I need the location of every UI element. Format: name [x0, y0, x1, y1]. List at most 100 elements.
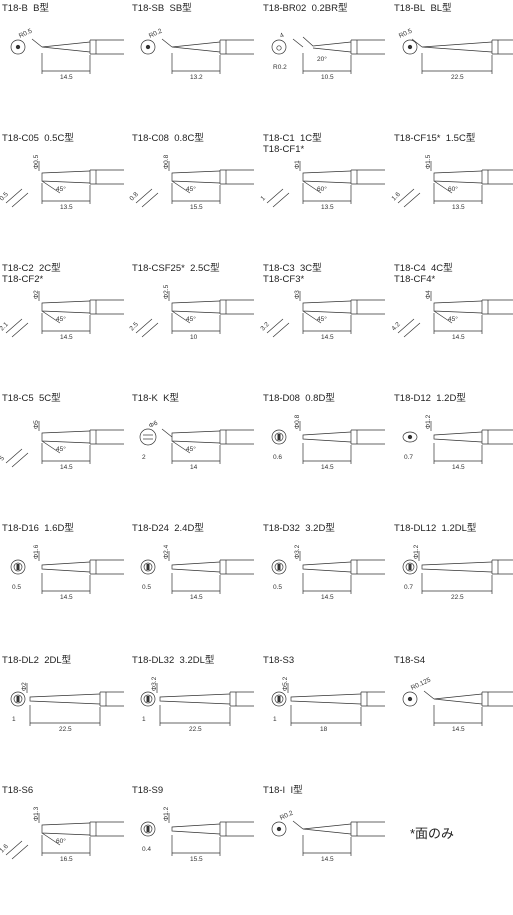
tip-title: T18-S4 — [394, 655, 425, 666]
width-dimension: 1 — [142, 716, 146, 723]
tip-model: T18-D12 — [394, 393, 431, 404]
side-view — [287, 683, 385, 726]
bevel-detail — [266, 188, 290, 208]
bevel-dimension: 0.8 — [128, 191, 140, 203]
tip-dimension: Φ3.2 — [294, 544, 301, 559]
side-view — [411, 38, 513, 74]
tip-type: 2DL型 — [44, 655, 72, 666]
tip-dimension: Φ3 — [294, 290, 301, 299]
footnote: *面のみ — [410, 826, 455, 841]
bevel-dimension: 0.5 — [0, 191, 10, 203]
tip-drawing: 0.514.5Φ1.6 — [10, 544, 124, 601]
tip-model: T18-SB — [132, 3, 165, 14]
tip-dimension: Φ2 — [33, 290, 40, 299]
length-dimension: 13.5 — [321, 204, 334, 211]
tip-dimension: R0.2 — [148, 28, 164, 40]
bevel-dimension: 3.2 — [259, 321, 271, 333]
tip-dimension: R0.5 — [398, 28, 414, 40]
tip-drawing: 14.5R0.2 — [271, 810, 385, 863]
angle-dimension: 60° — [56, 837, 66, 845]
width-dimension: 0.7 — [404, 454, 413, 461]
tip-title: T18-CF15* 1.5C型 — [394, 133, 475, 144]
tip-type: 0.8D型 — [305, 393, 335, 404]
tip-title: T18-C05 0.5C型 — [2, 133, 74, 144]
tip-dimension: Φ1.5 — [425, 154, 432, 169]
tip-title: T18-DL2 2DL型 — [2, 655, 71, 666]
tip-type: 5C型 — [38, 393, 61, 404]
length-dimension: 14.5 — [321, 856, 334, 863]
side-view — [38, 291, 124, 334]
angle-dimension: 45° — [186, 185, 196, 193]
bevel-dimension: 4.2 — [390, 321, 402, 333]
tip-dimension: Φ0.8 — [294, 414, 301, 429]
bevel-detail — [397, 188, 421, 208]
tip-title: T18-B B型 — [2, 3, 49, 14]
front-view — [271, 39, 287, 55]
length-dimension: 15.5 — [190, 204, 203, 211]
side-view — [38, 161, 124, 204]
tip-type: 2.4D型 — [174, 523, 204, 534]
tip-model: T18-DL2 — [2, 655, 39, 666]
side-view — [423, 690, 513, 726]
length-dimension: 13.5 — [452, 204, 465, 211]
bevel-detail — [135, 188, 159, 208]
width-dimension: 0.5 — [273, 584, 282, 591]
front-view — [271, 821, 287, 837]
width-dimension: 1 — [273, 716, 277, 723]
length-dimension: 14.5 — [60, 334, 73, 341]
tip-model: T18-C1 — [263, 133, 295, 144]
bevel-detail — [5, 188, 29, 208]
tip-alt-model: T18-CF4* — [394, 274, 436, 285]
tip-drawing: 122.5Φ2 — [10, 682, 124, 733]
length-dimension: 13.2 — [190, 74, 203, 81]
tip-type: 1.2D型 — [436, 393, 466, 404]
length-dimension: 14.5 — [452, 464, 465, 471]
tip-model: T18-S3 — [263, 655, 295, 666]
tip-model: T18-I — [263, 785, 286, 796]
tip-dimension: Φ0.8 — [163, 154, 170, 169]
tip-dimension: Φ0.5 — [33, 154, 40, 169]
front-view — [402, 691, 418, 707]
tip-dimension: 4 — [279, 32, 286, 40]
tip-model: T18-C4 — [394, 263, 426, 274]
tip-model: T18-S6 — [2, 785, 34, 796]
tip-model: T18-CF15* — [394, 133, 441, 144]
tip-drawing: 1.613.5Φ1.560° — [390, 154, 513, 211]
width-dimension: R0.2 — [273, 64, 287, 71]
tip-type: I型 — [290, 785, 303, 796]
length-dimension: 14.5 — [321, 334, 334, 341]
tip-title: T18-DL32 3.2DL型 — [132, 655, 214, 666]
tip-model: T18-D16 — [2, 523, 39, 534]
angle-dimension: 20° — [317, 55, 327, 63]
tip-type: 3.2D型 — [305, 523, 335, 534]
tip-type: 0.5C型 — [44, 133, 74, 144]
front-view — [139, 428, 157, 446]
length-dimension: 14.5 — [190, 594, 203, 601]
side-view — [299, 291, 385, 334]
tip-model: T18-K — [132, 393, 158, 404]
length-dimension: 14.5 — [452, 334, 465, 341]
tip-dimension: Φ2.4 — [163, 544, 170, 559]
tip-drawing: 0.513.5Φ0.545° — [0, 154, 124, 211]
tip-title: T18-D24 2.4D型 — [132, 523, 204, 534]
tip-type: B型 — [33, 3, 49, 14]
tip-type: 2C型 — [38, 263, 61, 274]
tip-title: T18-BR02 0.2BR型 — [263, 3, 348, 14]
side-view — [168, 291, 254, 334]
